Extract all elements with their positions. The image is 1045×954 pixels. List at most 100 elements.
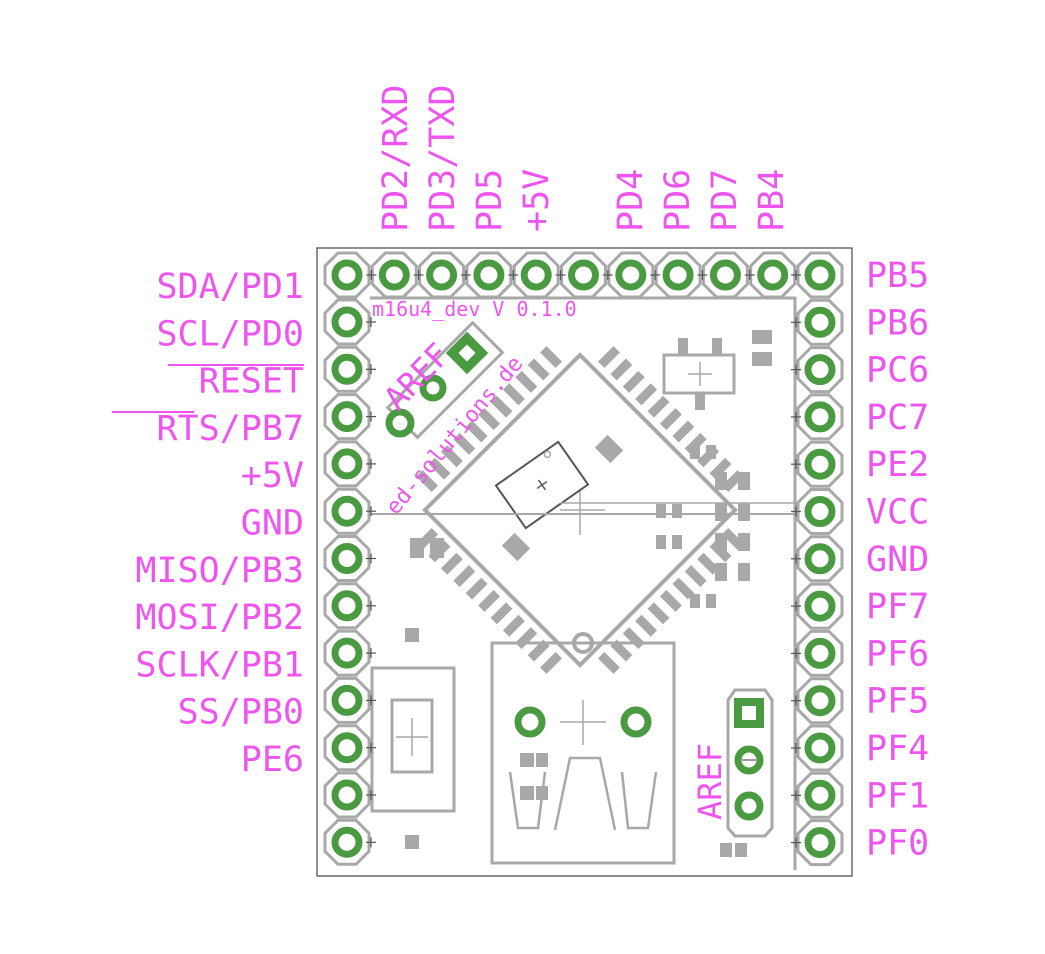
chip-pin	[490, 602, 513, 625]
chip-pin	[659, 589, 682, 612]
left-pad	[323, 724, 371, 772]
chip-pin	[610, 358, 633, 381]
top-pad	[512, 251, 560, 299]
chip-pin	[453, 432, 476, 455]
left-pin-labels: SDA/PD1SCL/PD0RESETRTS/PB7+5VGNDMISO/PB3…	[112, 267, 304, 780]
right-pad	[796, 440, 844, 488]
right-pin-label: VCC	[866, 493, 929, 533]
chip-pin	[465, 577, 488, 600]
chip-pin	[635, 383, 658, 406]
left-pin-label: SCL/PD0	[156, 314, 304, 354]
right-pin-label: GND	[866, 540, 929, 580]
chip-pin	[440, 445, 463, 468]
right-pad	[796, 346, 844, 394]
silk-frame-line	[370, 296, 797, 870]
right-pad	[796, 251, 844, 299]
left-pin-label: SCLK/PB1	[135, 645, 304, 685]
aref-diagonal-header	[385, 320, 505, 440]
top-pin-label: PD5	[470, 169, 510, 232]
right-pin-label: PE2	[866, 445, 929, 485]
right-pin-label: PC6	[866, 351, 929, 391]
board-outline	[316, 247, 853, 877]
right-header-pads	[791, 251, 844, 867]
left-pad	[323, 629, 371, 677]
left-pin-label: +5V	[241, 456, 304, 496]
left-pad	[323, 582, 371, 630]
right-pin-label: PF0	[866, 824, 929, 864]
usb-connector	[490, 641, 676, 865]
chip-pin	[597, 651, 620, 674]
right-pad	[796, 677, 844, 725]
left-pad	[323, 298, 371, 346]
right-pin-label: PF5	[866, 682, 929, 722]
chip-pin	[597, 346, 620, 369]
chip-pin	[527, 358, 550, 381]
left-pad	[323, 818, 371, 866]
left-header-pads	[323, 298, 376, 866]
top-pin-label: PB4	[752, 169, 792, 232]
left-pad	[323, 487, 371, 535]
chip-pin	[635, 614, 658, 637]
right-pad	[796, 629, 844, 677]
chip-pin	[490, 395, 513, 418]
right-pad	[796, 393, 844, 441]
right-pad	[796, 298, 844, 346]
chip-pin	[697, 552, 720, 575]
top-pad	[607, 251, 655, 299]
top-pad	[749, 251, 797, 299]
top-pin-label: PD7	[705, 169, 745, 232]
right-pad	[796, 488, 844, 535]
top-pad	[323, 251, 371, 299]
top-pad	[370, 251, 418, 299]
chip-pin	[540, 651, 563, 674]
chip-pin	[647, 395, 670, 418]
left-pad	[323, 535, 371, 582]
right-pad	[796, 724, 844, 772]
right-pin-label: PF4	[866, 729, 929, 769]
top-pad	[560, 251, 607, 299]
left-pin-label: RTS/PB7	[156, 409, 304, 449]
smd-components	[405, 330, 772, 857]
chip-pin	[440, 552, 463, 575]
top-pad	[654, 251, 702, 299]
chip-pin	[622, 370, 645, 393]
chip-pin	[672, 577, 695, 600]
mcu-chip	[416, 346, 744, 674]
left-pin-label: SDA/PD1	[156, 267, 304, 307]
top-pin-label: PD6	[658, 169, 698, 232]
chip-pin	[478, 408, 501, 431]
left-pin-label: MISO/PB3	[135, 551, 304, 591]
board-title: m16u4_dev V 0.1.0	[372, 297, 577, 321]
regulator	[662, 338, 736, 410]
right-pin-label: PF7	[866, 587, 929, 627]
top-pin-label: PD2/RXD	[376, 84, 416, 232]
right-pin-label: PC7	[866, 398, 929, 438]
top-pad	[701, 251, 749, 299]
left-pin-label: SS/PB0	[178, 693, 304, 733]
right-pad	[796, 582, 844, 630]
chip-pin	[684, 565, 707, 588]
chip-pin	[527, 639, 550, 662]
crystal	[494, 440, 590, 530]
chip-pin	[416, 470, 439, 493]
right-pin-label: PB5	[866, 256, 929, 296]
chip-pin	[502, 614, 525, 637]
right-pin-label: PF1	[866, 776, 929, 816]
aref-label-vertical: AREF	[691, 743, 729, 820]
right-pad	[796, 771, 844, 819]
chip-pin	[610, 639, 633, 662]
reset-button	[370, 666, 456, 813]
chip-pin	[647, 602, 670, 625]
left-pin-label: PE6	[241, 740, 304, 780]
top-header-pads	[323, 251, 844, 299]
chip-pin	[672, 420, 695, 443]
top-pin-label: +5V	[517, 169, 557, 232]
right-pin-label: PB6	[866, 303, 929, 343]
right-pin-label: PF6	[866, 634, 929, 674]
left-pad	[323, 676, 371, 724]
top-pin-label: PD3/TXD	[423, 84, 463, 232]
left-pad	[323, 393, 371, 441]
